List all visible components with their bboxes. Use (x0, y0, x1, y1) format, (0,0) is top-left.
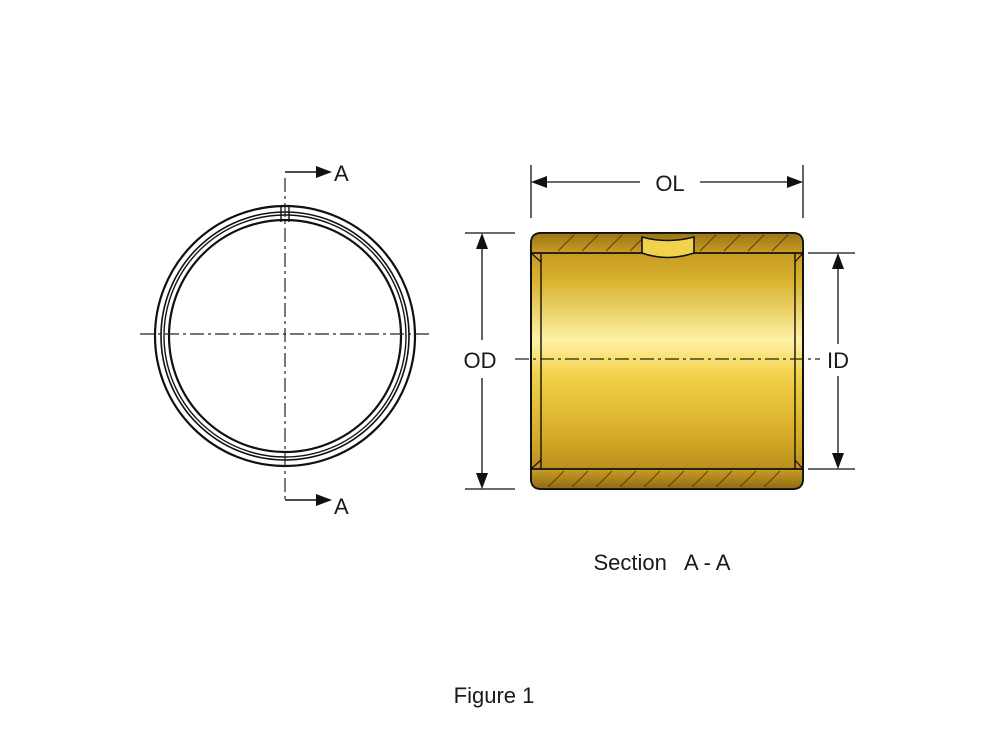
dimension-od (465, 232, 515, 490)
section-arrow-top (285, 166, 332, 178)
section-view: OL OD ID Section A - A (464, 165, 855, 575)
section-label-top: A (334, 161, 349, 186)
section-hatching-top (557, 234, 789, 252)
dimension-id-label: ID (827, 348, 849, 373)
grease-groove (641, 235, 695, 259)
dimension-ol (530, 165, 804, 218)
dimension-od-label: OD (464, 348, 497, 373)
section-arrow-bottom (285, 494, 332, 506)
figure-caption: Figure 1 (454, 683, 535, 708)
inner-diameter-circle (167, 218, 403, 454)
section-hatching-bottom (547, 470, 781, 488)
end-view: A A (140, 161, 430, 519)
section-caption: Section A - A (594, 550, 731, 575)
bushing-bore-surface (530, 232, 804, 490)
section-label-bottom: A (334, 494, 349, 519)
dimension-id (808, 252, 855, 470)
dimension-ol-label: OL (655, 171, 684, 196)
bushing-wall-bottom (530, 468, 804, 490)
